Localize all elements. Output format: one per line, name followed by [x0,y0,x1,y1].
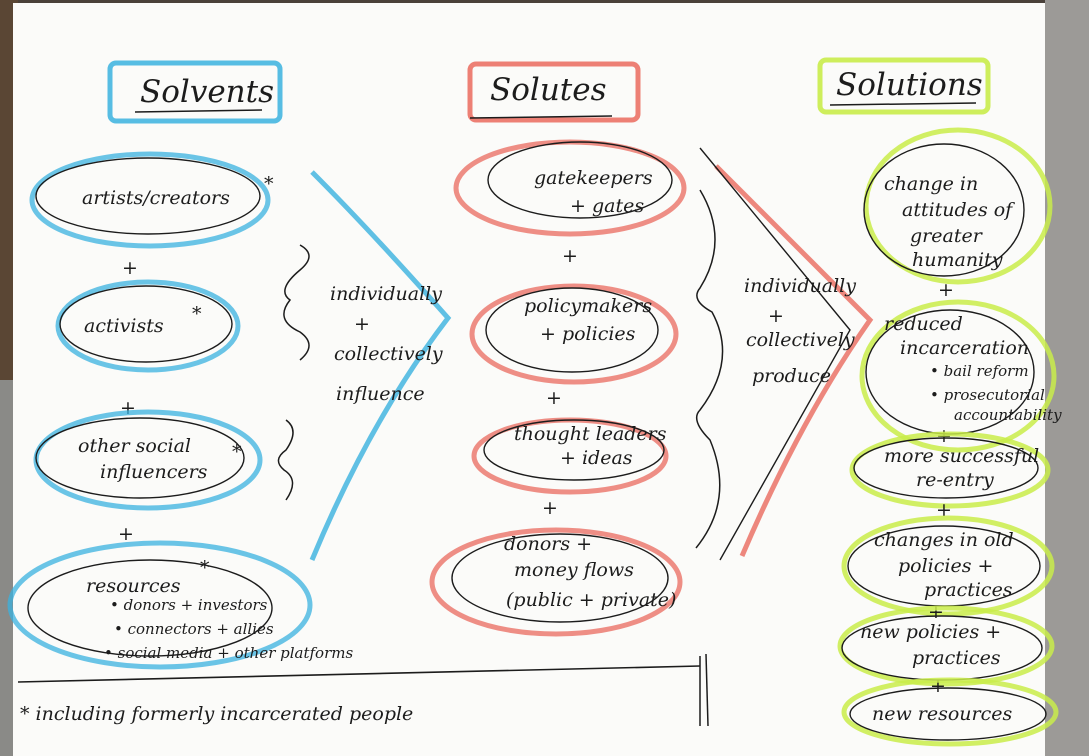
solute-label-donors-1: donors + [504,533,592,555]
solutes-arrow: individually + collectively produce [695,147,874,561]
solutions-header: Solutions [817,57,991,115]
resource-sub-donors: • donors + investors [110,596,268,614]
solution-item-new-policies: new policies + practices [837,605,1055,687]
solute-label-donors-2: money flows [514,559,634,581]
plus-sign: + [118,523,134,545]
solution-item-incarceration: reduced incarceration • bail reform • pr… [859,299,1062,453]
solvent-label-influencers-2: influencers [100,461,208,483]
solvent-item-activists: activists * [55,279,241,373]
solution-text-line: practices [924,579,1013,601]
arrow-text-individually: individually [744,275,856,297]
solute-item-donors: donors + money flows (public + private) [429,527,683,637]
arrow-plus: + [768,305,784,327]
plus-sign: + [936,499,952,521]
bracket-text-individually: individually [330,283,442,305]
solution-text-line: more successful [884,445,1039,467]
solution-text-line: incarceration [900,337,1029,359]
resource-sub-connectors: • connectors + allies [114,620,274,638]
solvent-label-influencers-1: other social [78,435,191,457]
solution-item-reentry: more successful re-entry [849,431,1051,509]
solvent-label-resources: resources [86,575,181,597]
solvents-header: Solvents [107,60,283,124]
solute-item-policymakers: policymakers + policies [469,283,679,385]
solution-text-line: greater [910,225,984,247]
solute-label-gatekeepers-2: + gates [570,195,644,217]
arrow-text-collectively: collectively [746,329,855,351]
solutes-header: Solutes [467,61,641,123]
resource-sub-social: • social media + other platforms [104,644,353,662]
solution-item-new-resources: new resources [841,677,1059,747]
solute-label-donors-3: (public + private) [506,589,676,611]
solution-item-changes-old-policies: changes in old policies + practices [841,515,1055,617]
solution-text-line: re-entry [916,469,994,491]
solute-label-policymakers-1: policymakers [524,295,652,317]
star-marker: * [264,173,274,195]
plus-sign: + [546,387,562,409]
solution-text-line: • prosecutorial [930,386,1045,404]
solution-text-line: accountability [954,406,1062,424]
solvent-label-artists: artists/creators [82,187,230,209]
solution-text-line: attitudes of [902,199,1015,221]
solvent-label-activists: activists [84,315,164,337]
plus-sign: + [928,601,944,623]
solvent-item-resources: resources * • donors + investors • conne… [7,540,353,670]
solvents-title: Solvents [140,74,274,110]
bracket-text-collectively: collectively [334,343,443,365]
solution-text-line: new policies + [860,621,1001,643]
arrow-text-produce: produce [752,365,831,387]
footnote-text: * including formerly incarcerated people [20,703,413,725]
solute-label-thought-leaders-1: thought leaders [514,423,667,445]
solution-text-line: • bail reform [930,362,1029,380]
plus-sign: + [938,279,954,301]
solution-item-attitudes: change in attitudes of greater humanity [863,127,1053,285]
solution-text-line: new resources [872,703,1013,725]
plus-sign: + [542,497,558,519]
solvents-bracket: individually + collectively influence [277,170,452,561]
bracket-plus: + [354,313,370,335]
plus-sign: + [122,257,138,279]
solute-label-policymakers-2: + policies [540,323,636,345]
solutes-title: Solutes [490,72,607,108]
star-marker: * [200,557,210,579]
solute-label-gatekeepers-1: gatekeepers [534,167,653,189]
plus-sign: + [120,397,136,419]
solute-label-thought-leaders-2: + ideas [560,447,633,469]
solution-text-line: reduced [884,313,963,335]
plus-sign: + [562,245,578,267]
solute-item-gatekeepers: gatekeepers + gates [453,139,687,237]
star-marker: * [232,441,242,463]
solution-text-line: humanity [912,249,1003,271]
bracket-text-influence: influence [336,383,425,405]
solvent-item-influencers: other social influencers * [33,409,263,511]
footnote-area: * including formerly incarcerated people [17,653,709,727]
solvent-item-artists: artists/creators * [29,151,274,249]
star-marker: * [192,303,202,325]
solution-text-line: practices [912,647,1001,669]
solution-text-line: change in [884,173,978,195]
solution-text-line: policies + [898,555,993,577]
solution-text-line: changes in old [874,529,1014,551]
solutions-title: Solutions [836,67,983,103]
solute-item-thought-leaders: thought leaders + ideas [471,417,669,495]
